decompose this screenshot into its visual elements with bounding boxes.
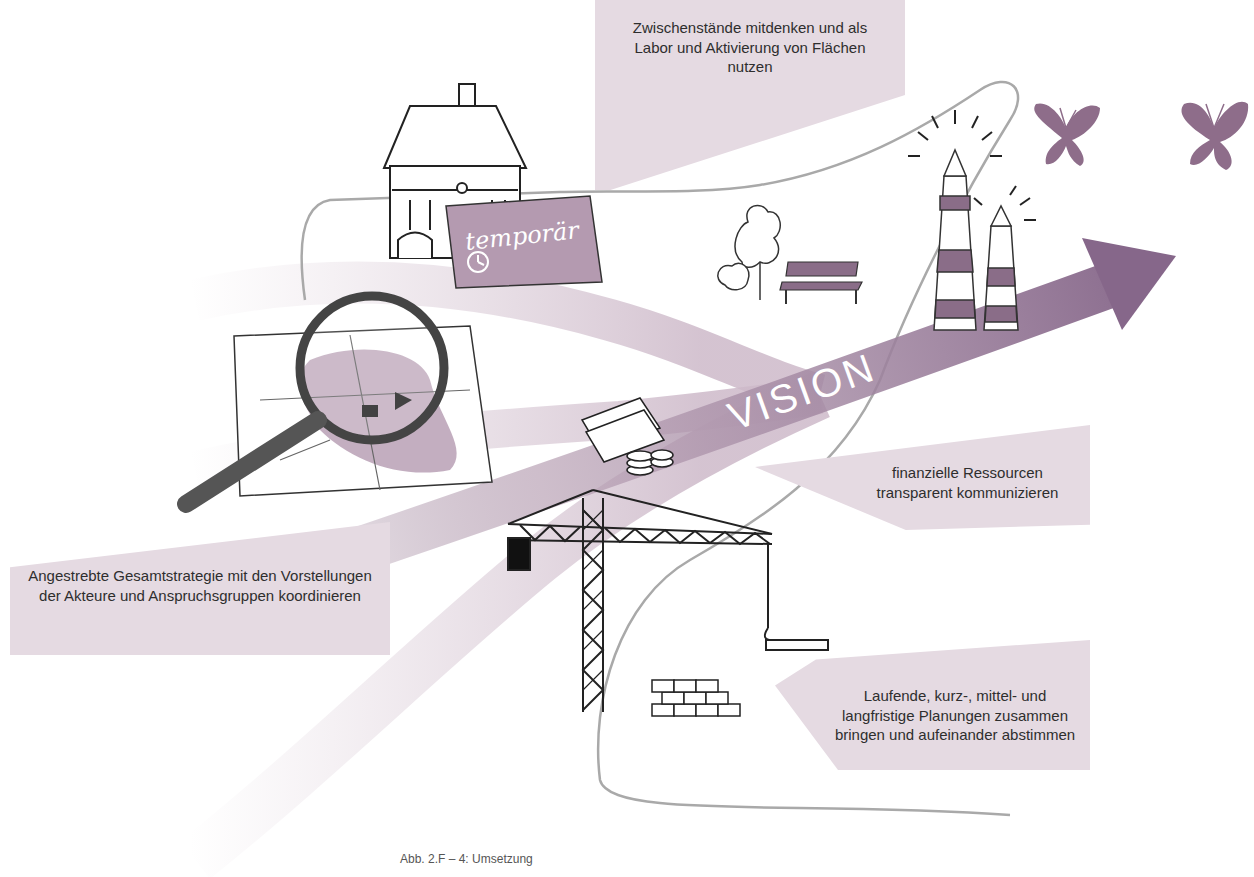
callout-band: Angestrebte Gesamtstrategie mit den Vors… bbox=[10, 522, 390, 655]
temporary-banner bbox=[446, 196, 602, 288]
callout-outline bbox=[775, 640, 1090, 770]
figure-caption: Abb. 2.F – 4: Umsetzung bbox=[400, 852, 533, 866]
butterfly-icon bbox=[1034, 102, 1248, 170]
arrow-label: VISION bbox=[722, 345, 882, 440]
callout-outline bbox=[755, 425, 1090, 530]
bench-icon bbox=[780, 262, 862, 304]
callout-text-box: Angestrebte Gesamtstrategie mit den Vors… bbox=[22, 566, 378, 605]
money-icon bbox=[582, 398, 673, 475]
callout-band: Zwischenstände mitdenken und als Labor u… bbox=[595, 0, 905, 100]
callout-text: Angestrebte Gesamtstrategie mit den Vors… bbox=[22, 566, 378, 605]
callout-band: Laufende, kurz-, mittel- und langfristig… bbox=[775, 640, 1090, 770]
callout-outline bbox=[10, 522, 390, 655]
crane-icon bbox=[508, 490, 828, 712]
lighthouse-icon bbox=[908, 110, 1036, 330]
callout-shape bbox=[775, 640, 1090, 770]
callout-band: finanzielle Ressourcen transparent kommu… bbox=[755, 425, 1090, 530]
callout-text-box: Zwischenstände mitdenken und als Labor u… bbox=[615, 18, 885, 77]
tree-icon bbox=[718, 205, 780, 300]
banner-label: temporär bbox=[464, 216, 580, 256]
vision-arrowhead bbox=[1082, 238, 1176, 330]
callout-text: finanzielle Ressourcen transparent kommu… bbox=[855, 463, 1080, 502]
callout-text-box: finanzielle Ressourcen transparent kommu… bbox=[855, 463, 1080, 502]
callout-text: Zwischenstände mitdenken und als Labor u… bbox=[615, 18, 885, 77]
map-magnifier-icon bbox=[186, 296, 492, 504]
callout-outline bbox=[595, 0, 905, 190]
callout-text: Laufende, kurz-, mittel- und langfristig… bbox=[830, 686, 1080, 745]
bricks-icon bbox=[652, 680, 740, 716]
callout-text-box: Laufende, kurz-, mittel- und langfristig… bbox=[830, 686, 1080, 745]
